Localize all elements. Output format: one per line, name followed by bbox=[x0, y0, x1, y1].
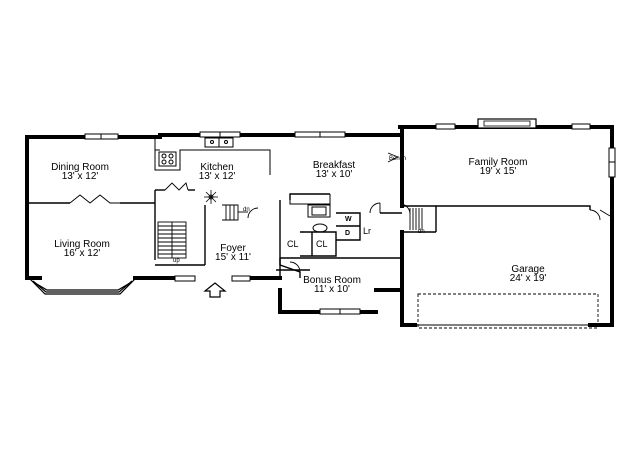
door-swings bbox=[69, 152, 611, 273]
bay-window bbox=[29, 278, 136, 295]
stair-down-label-2: dn bbox=[418, 229, 425, 235]
closet-label-2: CL bbox=[316, 239, 328, 249]
washer-label: W bbox=[345, 216, 352, 223]
dining-room-name: Dining Room bbox=[51, 162, 109, 173]
room-label-foyer: Foyer 15' x 11' bbox=[208, 244, 258, 263]
kitchen-name: Kitchen bbox=[200, 162, 234, 173]
garage-name: Garage bbox=[511, 264, 545, 275]
entry-arrow bbox=[203, 282, 227, 298]
room-label-garage: Garage 24' x 19' bbox=[498, 265, 558, 284]
dryer-label: D bbox=[345, 230, 351, 237]
room-label-breakfast: Breakfast 13' x 10' bbox=[302, 161, 366, 180]
kitchen-counters bbox=[154, 137, 271, 175]
ceiling-fan bbox=[204, 190, 218, 204]
closet-label-1: CL bbox=[287, 239, 299, 249]
fireplace bbox=[477, 118, 537, 129]
stair-down-label-1: dn bbox=[243, 207, 250, 213]
family-room-dimensions: 19' x 15' bbox=[479, 166, 517, 177]
dining-room-dimensions: 13' x 12' bbox=[61, 171, 99, 182]
garage-door bbox=[417, 293, 599, 329]
stairs bbox=[157, 204, 423, 259]
island bbox=[289, 194, 331, 233]
garage-dimensions: 24' x 19' bbox=[509, 273, 547, 284]
stair-up-label: up bbox=[173, 258, 180, 264]
living-room-dimensions: 16' x 12' bbox=[63, 248, 101, 259]
foyer-name: Foyer bbox=[220, 243, 246, 254]
bonus-room-name: Bonus Room bbox=[303, 275, 361, 286]
laundry-label: Lr bbox=[363, 226, 372, 236]
breakfast-name: Breakfast bbox=[312, 160, 356, 171]
windows bbox=[84, 123, 616, 315]
foyer-dimensions: 15' x 11' bbox=[215, 252, 251, 263]
family-room-name: Family Room bbox=[468, 157, 528, 168]
room-label-family: Family Room 19' x 15' bbox=[462, 158, 534, 177]
kitchen-dimensions: 13' x 12' bbox=[198, 171, 236, 182]
room-label-kitchen: Kitchen 13' x 12' bbox=[192, 163, 242, 182]
room-label-bonus: Bonus Room 11' x 10' bbox=[300, 276, 364, 295]
bonus-room-dimensions: 11' x 10' bbox=[314, 284, 350, 295]
breakfast-dimensions: 13' x 10' bbox=[315, 169, 353, 180]
living-room-name: Living Room bbox=[54, 239, 110, 250]
room-label-living: Living Room 16' x 12' bbox=[52, 240, 112, 259]
room-label-dining: Dining Room 13' x 12' bbox=[50, 163, 110, 182]
bench-label: Bench bbox=[389, 156, 407, 162]
